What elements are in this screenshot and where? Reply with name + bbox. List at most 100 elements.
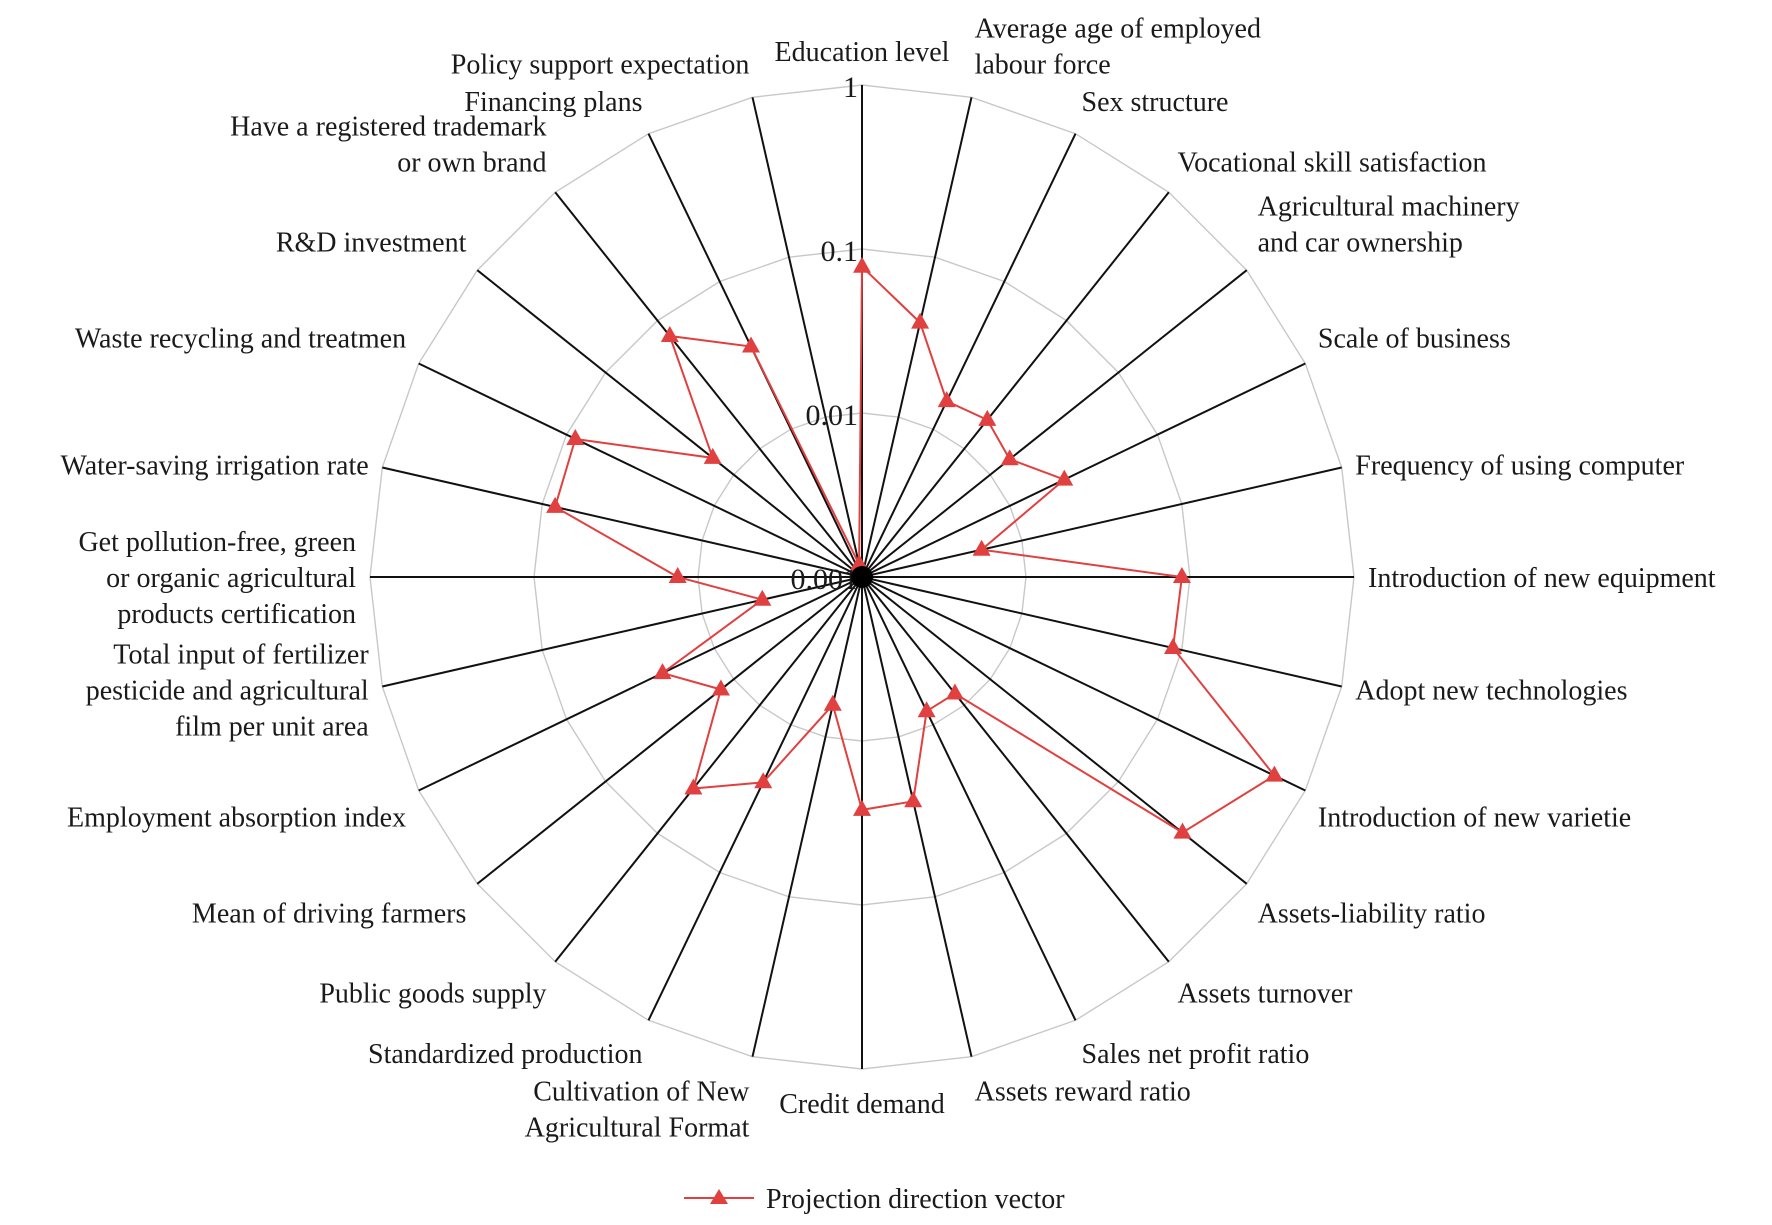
data-point-6 xyxy=(972,539,991,556)
category-label-line: and car ownership xyxy=(1258,228,1463,259)
category-label-line: Employment absorption index xyxy=(67,803,406,834)
axis-spoke-20 xyxy=(382,576,863,688)
legend: Projection direction vector xyxy=(684,1184,1065,1215)
category-label-line: Assets-liability ratio xyxy=(1258,899,1486,930)
axis-spoke-8 xyxy=(861,576,1342,688)
data-point-13 xyxy=(904,791,923,808)
data-point-0 xyxy=(853,256,871,273)
axis-spoke-11 xyxy=(861,576,1170,963)
data-point-22 xyxy=(546,496,565,513)
category-label-4: Agricultural machinery and car ownership xyxy=(1258,192,1520,259)
center-hub xyxy=(851,566,873,588)
category-label-line: pesticide and agricultural xyxy=(86,676,369,707)
axis-spoke-5 xyxy=(861,362,1306,578)
axis-spoke-16 xyxy=(647,576,863,1021)
tick-label-3: 1 xyxy=(843,71,858,104)
axis-spoke-22 xyxy=(382,466,863,578)
category-label-10: Assets-liability ratio xyxy=(1258,899,1486,930)
axis-spoke-12 xyxy=(861,576,1077,1021)
category-label-7: Introduction of new equipment xyxy=(1368,563,1716,594)
category-label-18: Mean of driving farmers xyxy=(192,899,466,930)
data-point-24 xyxy=(703,447,722,464)
category-label-line: Get pollution-free, green xyxy=(78,527,356,558)
axis-spoke-1 xyxy=(861,97,973,578)
category-label-16: Standardized production xyxy=(368,1039,642,1070)
category-label-13: Assets reward ratio xyxy=(975,1076,1191,1107)
category-label-line: Total input of fertilizer xyxy=(113,640,369,671)
axis-spoke-24 xyxy=(476,269,863,578)
category-label-line: Mean of driving farmers xyxy=(192,899,466,930)
category-label-line: Assets turnover xyxy=(1178,979,1354,1010)
category-label-3: Vocational skill satisfaction xyxy=(1178,147,1487,178)
data-point-25 xyxy=(660,326,679,342)
data-point-10 xyxy=(1173,822,1192,839)
category-label-line: or organic agricultural xyxy=(106,563,356,594)
legend-marker-swatch xyxy=(710,1189,728,1204)
data-point-19 xyxy=(653,663,672,680)
data-point-16 xyxy=(754,772,773,789)
data-point-20 xyxy=(753,589,772,606)
category-label-line: Introduction of new equipment xyxy=(1368,563,1716,594)
axis-spoke-2 xyxy=(861,133,1077,578)
series-line-0 xyxy=(553,264,1276,834)
axis-spoke-6 xyxy=(861,466,1342,578)
category-label-6: Frequency of using computer xyxy=(1355,450,1685,481)
category-label-line: Waste recycling and treatmen xyxy=(75,324,406,355)
axis-spoke-23 xyxy=(418,362,863,578)
tick-label-0: 0.001 xyxy=(791,563,859,596)
data-point-2 xyxy=(937,391,956,408)
data-point-21 xyxy=(668,567,687,583)
axis-spoke-27 xyxy=(751,97,863,578)
data-point-3 xyxy=(978,409,997,426)
category-label-27: Policy support expectation xyxy=(451,50,750,81)
category-label-line: Frequency of using computer xyxy=(1355,450,1685,481)
category-label-line: Education level xyxy=(775,37,950,68)
category-label-line: labour force xyxy=(975,50,1111,81)
data-point-5 xyxy=(1055,469,1074,486)
axis-spoke-15 xyxy=(751,576,863,1057)
axis-spoke-13 xyxy=(861,576,973,1057)
category-label-14: Credit demand xyxy=(779,1089,945,1120)
category-label-line: Adopt new technologies xyxy=(1355,676,1627,707)
category-label-2: Sex structure xyxy=(1082,87,1229,118)
category-label-line: Public goods supply xyxy=(319,979,546,1010)
category-label-line: Policy support expectation xyxy=(451,50,750,81)
axis-spoke-19 xyxy=(418,576,863,792)
category-label-line: or own brand xyxy=(397,147,546,178)
data-point-12 xyxy=(917,701,936,718)
axis-spoke-25 xyxy=(554,191,863,578)
category-label-line: Agricultural machinery xyxy=(1258,192,1520,223)
axis-spoke-4 xyxy=(861,269,1248,578)
category-label-line: Sex structure xyxy=(1082,87,1229,118)
category-label-17: Public goods supply xyxy=(319,979,546,1010)
category-label-0: Education level xyxy=(775,37,950,68)
category-label-11: Assets turnover xyxy=(1178,979,1354,1010)
legend-label: Projection direction vector xyxy=(766,1184,1065,1215)
data-point-9 xyxy=(1265,765,1284,782)
category-label-line: Agricultural Format xyxy=(525,1112,750,1143)
category-label-24: R&D investment xyxy=(276,228,467,259)
category-label-21: Get pollution-free, green or organic agri… xyxy=(78,527,356,630)
category-label-12: Sales net profit ratio xyxy=(1082,1039,1310,1070)
data-point-17 xyxy=(684,778,703,795)
category-label-20: Total input of fertilizer pesticide and a… xyxy=(86,640,370,743)
data-point-23 xyxy=(566,429,585,445)
category-label-line: Introduction of new varietie xyxy=(1318,803,1631,834)
axis-spoke-3 xyxy=(861,191,1170,578)
axis-spoke-18 xyxy=(476,576,863,885)
category-label-line: R&D investment xyxy=(276,228,467,259)
axis-spoke-9 xyxy=(861,576,1306,792)
data-point-26 xyxy=(742,336,760,353)
data-point-14 xyxy=(853,799,871,816)
tick-label-1: 0.01 xyxy=(806,399,859,432)
data-point-8 xyxy=(1164,638,1182,654)
category-label-9: Introduction of new varietie xyxy=(1318,803,1631,834)
axis-spoke-17 xyxy=(554,576,863,963)
